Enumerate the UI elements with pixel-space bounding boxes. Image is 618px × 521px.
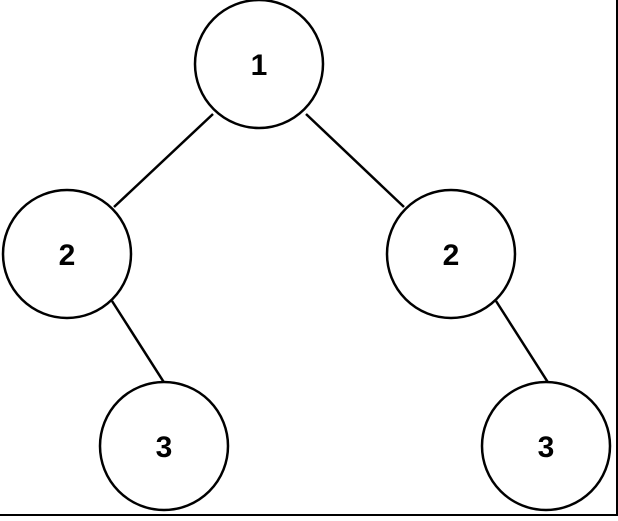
nodes-layer: 1 2 2 3 3	[1, 0, 612, 512]
tree-node-n3: 2	[385, 188, 517, 320]
tree-node-n4: 3	[98, 380, 230, 512]
edge-n2-n4	[110, 300, 167, 385]
edges-layer	[110, 113, 551, 385]
node-label: 2	[443, 239, 460, 272]
node-circle	[98, 380, 230, 512]
node-circle	[193, 0, 325, 130]
tree-node-n2: 2	[1, 188, 133, 320]
node-circle	[480, 380, 612, 512]
node-label: 2	[59, 239, 76, 272]
edge-n3-n5	[494, 300, 551, 385]
node-circle	[385, 188, 517, 320]
node-label: 3	[156, 431, 173, 464]
node-circle	[1, 188, 133, 320]
tree-node-n5: 3	[480, 380, 612, 512]
node-label: 1	[251, 49, 268, 82]
node-label: 3	[538, 431, 555, 464]
tree-node-n1: 1	[193, 0, 325, 130]
edge-n1-n2	[113, 113, 214, 208]
edge-n1-n3	[305, 113, 405, 208]
